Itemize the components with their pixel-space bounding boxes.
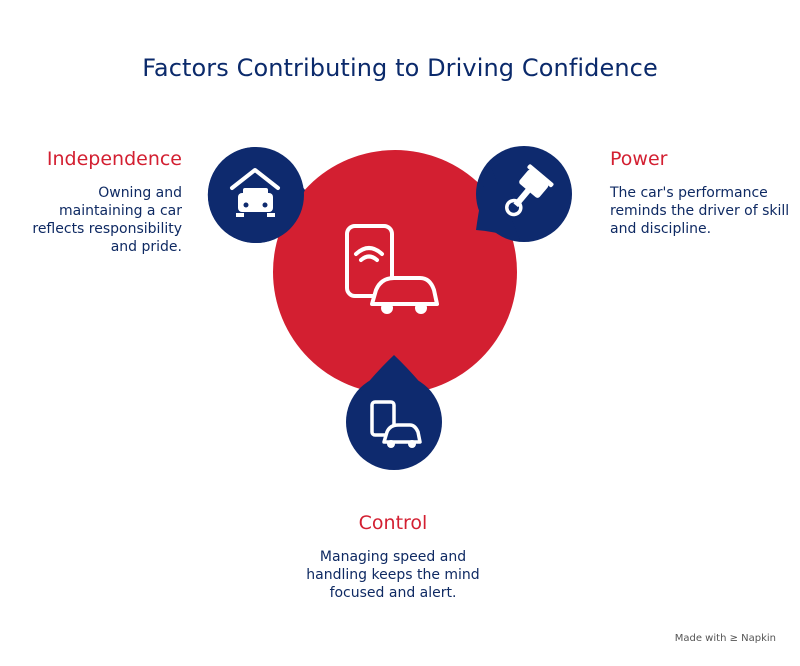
center-circle [273, 150, 517, 394]
factor-independence: Independence Owning and maintaining a ca… [20, 148, 182, 256]
power-pin [476, 146, 572, 242]
independence-pin [207, 146, 305, 243]
factor-control: Control Managing speed and handling keep… [288, 512, 498, 602]
factor-description: The car's performance reminds the driver… [610, 185, 790, 237]
control-pin [346, 355, 442, 470]
phone-car-icon [345, 224, 439, 314]
factor-description: Managing speed and handling keeps the mi… [306, 549, 480, 601]
page-title: Factors Contributing to Driving Confiden… [142, 54, 658, 82]
piston-icon [505, 164, 554, 217]
factor-heading: Independence [46, 148, 182, 170]
factor-power: Power The car's performance reminds the … [610, 148, 790, 238]
factor-heading: Power [610, 148, 668, 170]
device-car-icon [370, 400, 422, 448]
napkin-credit: Made with ≥ Napkin [674, 633, 776, 644]
factor-description: Owning and maintaining a car reflects re… [32, 185, 182, 255]
garage-car-icon [230, 168, 280, 217]
factor-heading: Control [358, 512, 428, 534]
